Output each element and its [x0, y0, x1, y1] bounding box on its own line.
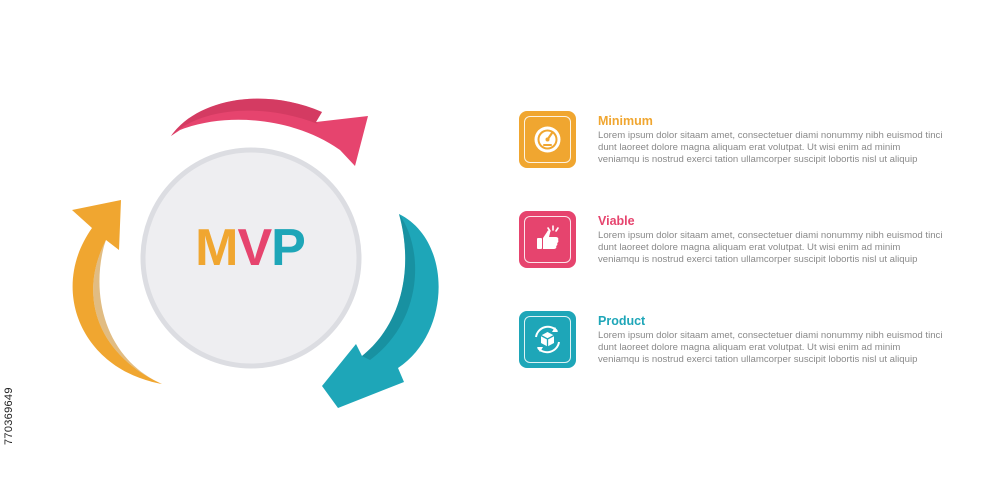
- mvp-letter-v: V: [237, 219, 272, 277]
- minimum-description: Lorem ipsum dolor sitaam amet, consectet…: [598, 130, 943, 166]
- viable-title: Viable: [598, 214, 635, 228]
- viable-icon-box: [519, 211, 576, 268]
- box-cycle-icon: [535, 325, 560, 354]
- pink-cycle-arrow: [171, 98, 368, 166]
- list-item-viable: Viable Lorem ipsum dolor sitaam amet, co…: [519, 211, 949, 271]
- speedometer-icon: [534, 126, 561, 153]
- mvp-letter-p: P: [271, 219, 306, 277]
- orange-cycle-arrow: [72, 200, 162, 384]
- minimum-title: Minimum: [598, 114, 653, 128]
- viable-description: Lorem ipsum dolor sitaam amet, consectet…: [598, 230, 943, 266]
- cycle-diagram: [72, 98, 439, 408]
- list-item-product: Product Lorem ipsum dolor sitaam amet, c…: [519, 311, 949, 371]
- center-circle: [140, 147, 362, 369]
- product-title: Product: [598, 314, 646, 328]
- teal-cycle-arrow: [322, 214, 439, 408]
- minimum-icon-box: [519, 111, 576, 168]
- mvp-letter-m: M: [195, 219, 238, 277]
- thumbs-up-icon: [537, 225, 559, 249]
- product-icon-box: [519, 311, 576, 368]
- product-description: Lorem ipsum dolor sitaam amet, consectet…: [598, 330, 943, 366]
- mvp-title: MVP: [150, 222, 350, 274]
- stock-id-strip: 770369649: [0, 0, 18, 480]
- list-item-minimum: Minimum Lorem ipsum dolor sitaam amet, c…: [519, 111, 949, 171]
